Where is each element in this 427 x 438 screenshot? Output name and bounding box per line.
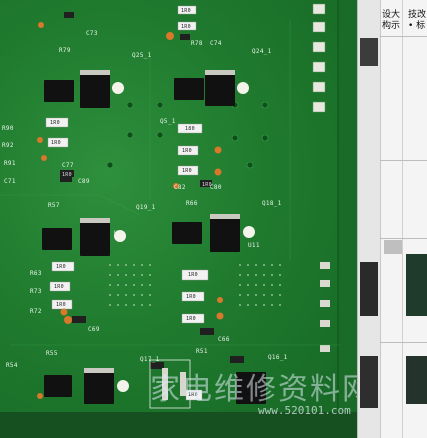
label-q17-1: Q17_1 xyxy=(140,356,160,363)
table-column-divider xyxy=(402,0,403,438)
table-row-divider-4 xyxy=(380,342,427,343)
watermark-url: www.520101.com xyxy=(258,404,351,417)
label-r51: R51 xyxy=(196,348,208,355)
chip-marking-11: 1R0 xyxy=(186,316,196,322)
watermark-text: 家电维修资料网 xyxy=(150,372,374,407)
thumbnail-4[interactable] xyxy=(360,356,378,408)
pcb-photo: R79 R78 C73 C74 Q25_1 Q24_1 Q5_1 R92 R90… xyxy=(0,0,372,438)
table-row-divider-3 xyxy=(380,238,427,239)
side-panel-header-1-line-1: 设大 xyxy=(382,10,401,20)
side-panel-header-2-line-2: • 标 xyxy=(408,21,426,31)
zoom-icon[interactable] xyxy=(384,240,402,254)
thumbnail-5[interactable] xyxy=(406,356,427,404)
label-r72: R72 xyxy=(30,308,42,315)
label-r55: R55 xyxy=(46,350,58,357)
side-panel-header-2-line-1: 技改 xyxy=(408,10,427,20)
chip-marking-6: 1R0 xyxy=(56,264,66,270)
label-r90: R90 xyxy=(2,125,14,132)
chip-marking-3: 1R0 xyxy=(51,140,61,146)
chip-marking-16: 1R0 xyxy=(202,182,212,188)
chip-marking-4: 1R0 xyxy=(182,148,192,154)
label-c82: C82 xyxy=(174,184,186,191)
label-c73: C73 xyxy=(86,30,98,37)
label-r92: R92 xyxy=(2,142,14,149)
label-c77: C77 xyxy=(62,162,74,169)
label-u11: U11 xyxy=(248,242,260,249)
label-q24-1: Q24_1 xyxy=(252,48,272,55)
side-panel-header-2: 技改 • 标 xyxy=(408,10,426,32)
label-r91: R91 xyxy=(4,160,16,167)
table-row-divider-1 xyxy=(380,36,427,37)
side-panel-header-1-line-2: 构示 xyxy=(382,21,401,31)
label-c69: C69 xyxy=(88,326,100,333)
chip-marking-14: 1R0 xyxy=(188,392,198,398)
label-q18-1: Q18_1 xyxy=(262,200,282,207)
chip-marking-13: 1R0 xyxy=(181,24,191,30)
chip-marking-1: 180 xyxy=(185,126,195,132)
label-r73: R73 xyxy=(30,288,42,295)
side-panel-header-1: 设大 构示 xyxy=(382,10,400,32)
chip-marking-9: 1R0 xyxy=(56,302,66,308)
label-q5-1: Q5_1 xyxy=(160,118,176,125)
label-q25-1: Q25_1 xyxy=(132,52,152,59)
label-c80: C80 xyxy=(210,184,222,191)
label-r63: R63 xyxy=(30,270,42,277)
label-c66: C66 xyxy=(218,336,230,343)
label-r79: R79 xyxy=(59,47,71,54)
chip-marking-2: 1R0 xyxy=(50,120,60,126)
thumbnail-2[interactable] xyxy=(360,262,378,316)
chip-marking-7: 1R0 xyxy=(188,272,198,278)
document-side-panel: 设大 构示 技改 • 标 xyxy=(357,0,427,438)
thumbnail-3[interactable] xyxy=(406,254,427,316)
label-q16-1: Q16_1 xyxy=(268,354,288,361)
chip-marking-10: 1R0 xyxy=(186,294,196,300)
pcb-artwork xyxy=(0,0,357,438)
chip-marking-15: 1R0 xyxy=(62,172,72,178)
side-panel-left-column xyxy=(358,0,381,438)
label-r78: R78 xyxy=(191,40,203,47)
chip-marking-12: 1R0 xyxy=(181,8,191,14)
label-c89: C89 xyxy=(78,178,90,185)
table-row-divider-2 xyxy=(380,160,427,161)
label-c74: C74 xyxy=(210,40,222,47)
label-r57: R57 xyxy=(48,202,60,209)
chip-marking-8: 1R0 xyxy=(54,284,64,290)
label-c71: C71 xyxy=(4,178,16,185)
label-u9: U9 xyxy=(114,230,122,237)
chip-marking-5: 1R0 xyxy=(182,168,192,174)
thumbnail-1[interactable] xyxy=(360,38,378,66)
label-r54: R54 xyxy=(6,362,18,369)
label-q19-1: Q19_1 xyxy=(136,204,156,211)
label-r66: R66 xyxy=(186,200,198,207)
